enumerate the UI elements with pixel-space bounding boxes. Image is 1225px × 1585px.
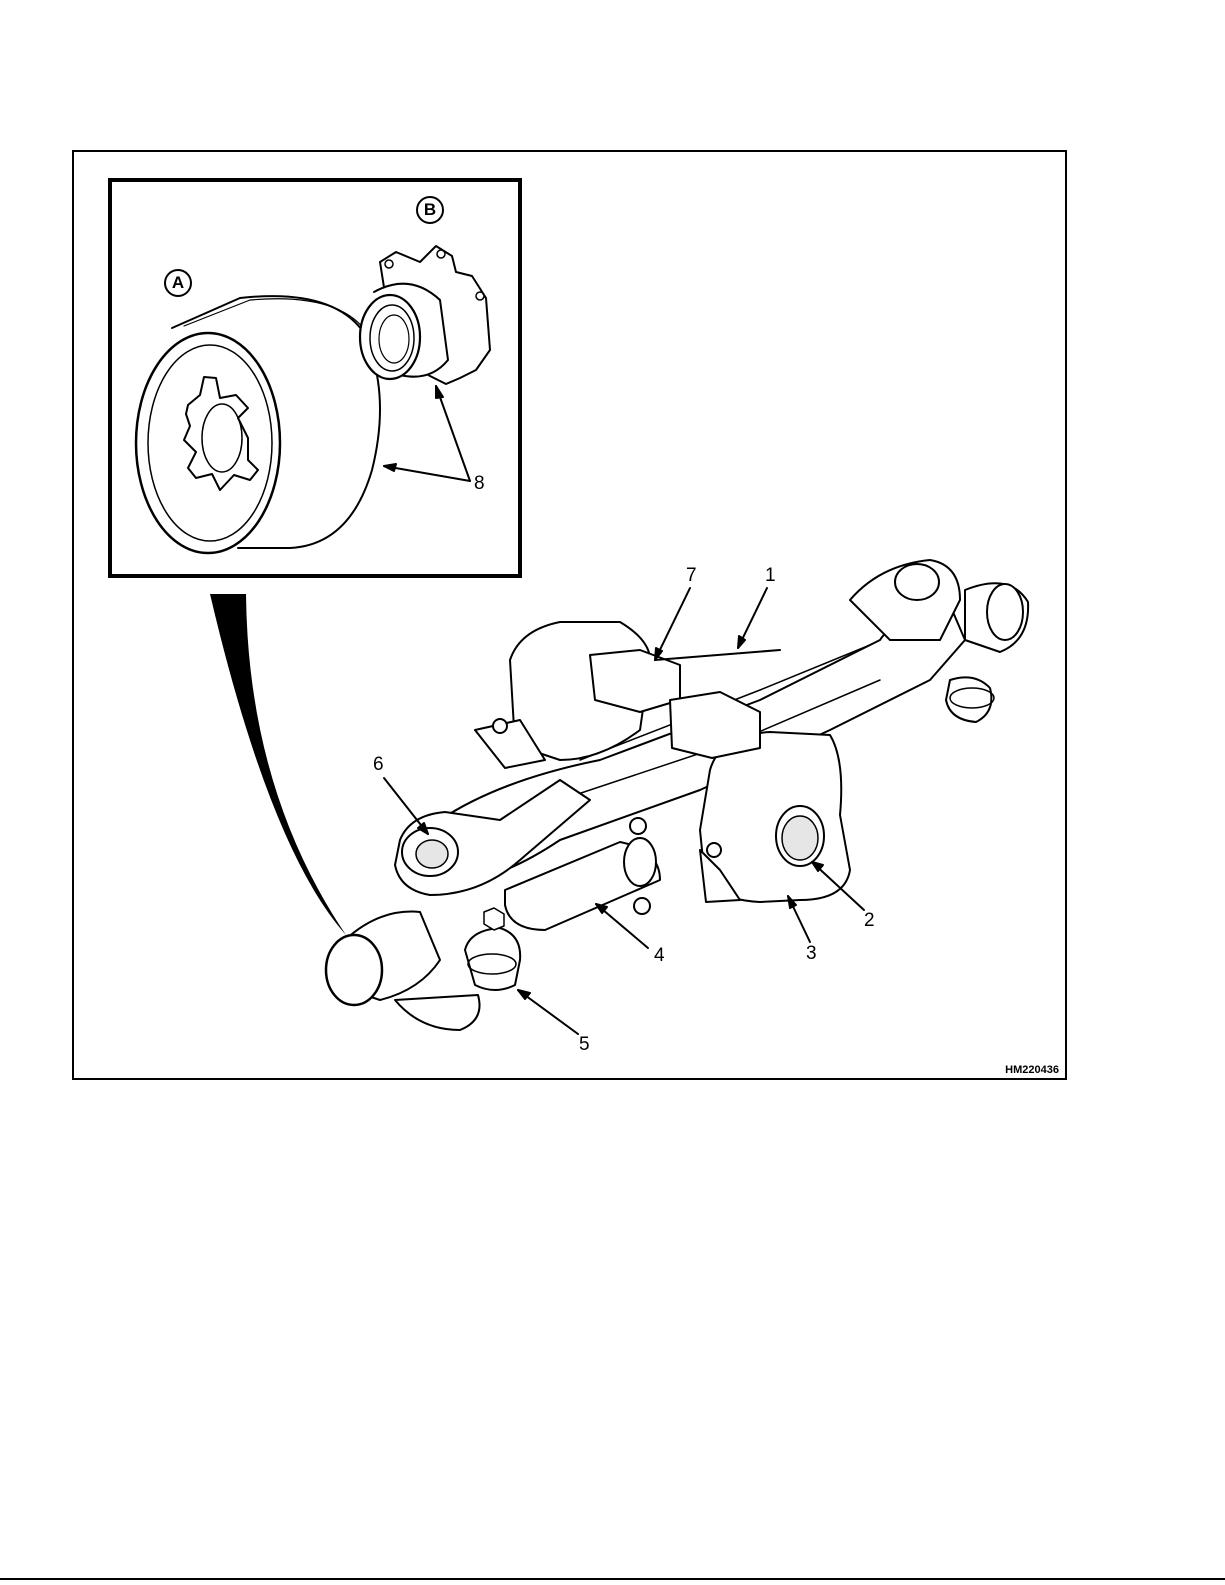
callout-6: 6 xyxy=(373,755,384,774)
detail-connector xyxy=(210,594,346,935)
callout-2: 2 xyxy=(864,911,875,930)
flange-sleeve-b-drawing xyxy=(360,246,490,384)
letter-b-label: B xyxy=(416,196,444,224)
callout-8-leaders xyxy=(384,386,470,481)
letter-a-label: A xyxy=(164,269,192,297)
callout-1: 1 xyxy=(765,566,776,585)
page-footer-rule xyxy=(0,1578,1225,1580)
callout-4: 4 xyxy=(654,946,665,965)
bushing-a-drawing xyxy=(136,296,380,553)
figure-id: HM220436 xyxy=(1005,1064,1059,1076)
callout-8: 8 xyxy=(474,474,485,493)
callout-7: 7 xyxy=(686,566,697,585)
steer-axle-assembly-drawing xyxy=(326,560,1028,1030)
callout-5: 5 xyxy=(579,1035,590,1054)
callout-3: 3 xyxy=(806,944,817,963)
